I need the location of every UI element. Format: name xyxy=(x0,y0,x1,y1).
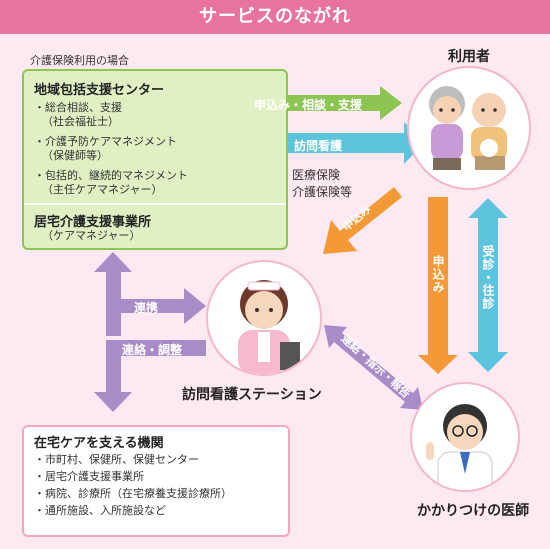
support-item-3: ・病院、診療所（在宅療養支援診療所） xyxy=(34,487,232,500)
contact-adjust-label: 連絡・調整 xyxy=(122,343,183,357)
support-institutions-box xyxy=(22,425,290,537)
support-item-2: ・居宅介護支援事業所 xyxy=(34,470,144,483)
item-2-main: ・介護予防ケアマネジメント xyxy=(34,135,177,148)
blue-visit-arrow xyxy=(468,198,508,372)
elderly-couple-icon xyxy=(429,86,507,170)
item-3-sub: （主任ケアマネジャー） xyxy=(42,183,163,196)
home-nursing-label: 訪問看護 xyxy=(294,139,343,153)
purple-report-arrow xyxy=(324,325,423,410)
purple-contact-arrow xyxy=(94,340,206,412)
visit-label: 受診・往診 xyxy=(481,245,495,310)
item-2-sub: （保健師等） xyxy=(42,149,108,162)
item-3-main: ・包括的、継続的マネジメント xyxy=(34,169,188,182)
page-title: サービスのながれ xyxy=(0,0,550,34)
community-center-box xyxy=(22,69,288,250)
doctor-circle xyxy=(410,382,520,492)
user-circle xyxy=(407,66,531,190)
orange-down-arrow xyxy=(418,197,458,374)
apply-consult-support-label: 申込み・相談・支援 xyxy=(254,98,363,112)
care-insurance-caption: 介護保険利用の場合 xyxy=(30,54,129,67)
care-office-sub: （ケアマネジャー） xyxy=(42,229,141,242)
medical-insurance-label: 医療保険 xyxy=(292,168,341,182)
station-circle xyxy=(206,260,322,376)
station-label: 訪問看護ステーション xyxy=(182,387,322,403)
apply-down-label: 申込み xyxy=(431,255,445,294)
nurse-icon xyxy=(238,280,300,374)
community-center-title: 地域包括支援センター xyxy=(34,83,165,98)
support-title: 在宅ケアを支える機関 xyxy=(34,436,164,451)
support-item-1: ・市町村、保健所、保健センター xyxy=(34,453,199,466)
purple-up-arrow xyxy=(106,262,121,336)
doctor-label: かかりつけの医師 xyxy=(417,503,530,519)
orange-diagonal-arrow xyxy=(323,187,402,254)
box-divider xyxy=(24,203,286,205)
green-double-arrow xyxy=(222,86,402,120)
care-insurance-label: 介護保険等 xyxy=(292,185,353,199)
purple-cooperation-arrow xyxy=(121,288,206,324)
support-item-4: ・通所施設、入所施設など xyxy=(34,504,166,517)
doctor-icon xyxy=(426,404,493,490)
cooperation-label: 連携 xyxy=(134,301,159,315)
blue-home-nursing-arrow xyxy=(260,122,424,240)
care-office-title: 居宅介護支援事業所 xyxy=(34,215,152,230)
item-1-main: ・総合相談、支援 xyxy=(34,101,122,114)
item-1-sub: （社会福祉士） xyxy=(42,115,119,128)
user-label: 利用者 xyxy=(448,49,490,65)
